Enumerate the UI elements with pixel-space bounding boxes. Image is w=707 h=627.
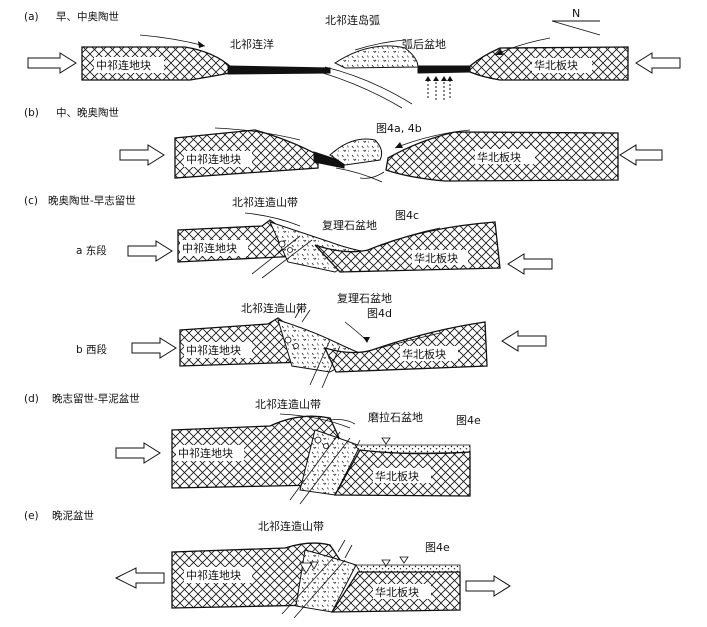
orogen-label-c-west: 北祁连造山带	[241, 301, 307, 315]
right-block-label-e: 华北板块	[375, 585, 419, 599]
pull-arrow-left-e	[114, 567, 165, 589]
panel-e: (e) 晚泥盆世 北祁连造山带 图4e 中祁连地块 华北板块	[24, 509, 511, 619]
orogen-label-c-east: 北祁连造山带	[232, 195, 298, 209]
push-arrow-left-d	[115, 442, 161, 464]
island-arc-b	[329, 138, 383, 166]
right-block-label-d: 华北板块	[375, 469, 419, 483]
oceanic-crust-a	[227, 65, 331, 75]
push-arrow-right-a	[635, 52, 681, 74]
sample-marker-d	[381, 437, 391, 445]
fig-ref-b: 图4a, 4b	[376, 122, 422, 135]
right-block-label-c-east: 华北板块	[414, 251, 458, 265]
right-block-label-b: 华北板块	[477, 150, 521, 164]
molasse-basin-label-d: 磨拉石盆地	[368, 410, 423, 424]
fig-ref-c-west: 图4d	[367, 307, 392, 320]
fig-ref-e: 图4e	[425, 541, 450, 554]
north-label: N	[572, 7, 580, 20]
left-block-label-a: 中祁连地块	[96, 58, 151, 72]
island-arc-a	[333, 45, 419, 69]
right-block-label-c-west: 华北板块	[402, 347, 446, 361]
left-block-label-c-east: 中祁连地块	[182, 241, 237, 255]
panel-c-tag: (c)	[24, 195, 38, 207]
subducting-slab-a	[324, 66, 413, 105]
fig-ref-d: 图4e	[456, 414, 481, 427]
push-arrow-right-c-east	[507, 253, 553, 275]
right-block-label-a: 华北板块	[534, 58, 578, 72]
push-arrow-left-b	[119, 144, 165, 166]
backarc-crust-a	[417, 65, 471, 74]
molasse-sediment-e	[355, 564, 461, 573]
panel-d-era: 晚志留世-早泥盆世	[52, 392, 140, 405]
flysch-basin-label-c-west: 复理石盆地	[337, 291, 392, 305]
orogen-wedge-e	[295, 549, 357, 613]
pull-arrow-right-e	[465, 575, 511, 597]
left-block-label-d: 中祁连地块	[178, 446, 233, 460]
panel-a-tag: (a)	[24, 11, 39, 23]
orogen-label-d: 北祁连造山带	[255, 397, 321, 411]
panel-b-tag: (b)	[24, 107, 39, 119]
backarc-basin-label: 弧后盆地	[402, 37, 446, 51]
panel-d: (d) 晚志留世-早泥盆世 北祁连造山带 磨拉石盆地 图4e 中祁连地块 华北板…	[24, 392, 481, 505]
panel-e-tag: (e)	[24, 510, 39, 522]
sample-marker-e1	[381, 559, 391, 567]
push-arrow-left-a	[27, 52, 77, 74]
north-arrow-icon: N	[551, 7, 601, 36]
push-arrow-left-c-east	[127, 240, 173, 262]
panel-c: (c) 晚奥陶世-早志留世 a 东段 北祁连造山带 复理石盆地 图4c 中祁连地…	[24, 194, 553, 389]
fig-ref-c-east: 图4c	[395, 209, 419, 222]
push-arrow-right-b	[619, 144, 663, 166]
panel-b: (b) 中、晚奥陶世 图4a, 4b 中祁连地块 华北板块	[24, 106, 663, 183]
upwelling-arrows-icon	[425, 76, 453, 100]
panel-b-era: 中、晚奥陶世	[56, 106, 119, 119]
push-arrow-right-c-west	[501, 330, 547, 352]
flysch-basin-label-c-east: 复理石盆地	[322, 218, 377, 232]
island-arc-label: 北祁连岛弧	[325, 13, 380, 27]
left-block-label-e: 中祁连地块	[186, 568, 241, 582]
left-block-label-c-west: 中祁连地块	[186, 343, 241, 357]
ocean-label: 北祁连洋	[230, 37, 274, 51]
west-segment-label: b 西段	[76, 343, 108, 356]
panel-a: (a) 早、中奥陶世 北祁连岛弧 北祁连洋 弧后盆地 N 中祁连地块	[24, 7, 681, 109]
flow-arrow-a1	[139, 34, 206, 47]
panel-e-era: 晚泥盆世	[52, 509, 94, 522]
sample-marker-e2	[399, 556, 409, 564]
panel-d-tag: (d)	[24, 393, 39, 405]
orogen-label-e: 北祁连造山带	[258, 519, 324, 533]
oceanic-crust-b	[313, 151, 345, 169]
east-segment-label: a 东段	[76, 244, 107, 257]
volcanic-marker-e	[299, 561, 319, 574]
left-block-label-b: 中祁连地块	[186, 152, 241, 166]
panel-c-era: 晚奥陶世-早志留世	[48, 194, 136, 207]
panel-a-era: 早、中奥陶世	[56, 10, 119, 23]
push-arrow-left-c-west	[131, 337, 177, 359]
